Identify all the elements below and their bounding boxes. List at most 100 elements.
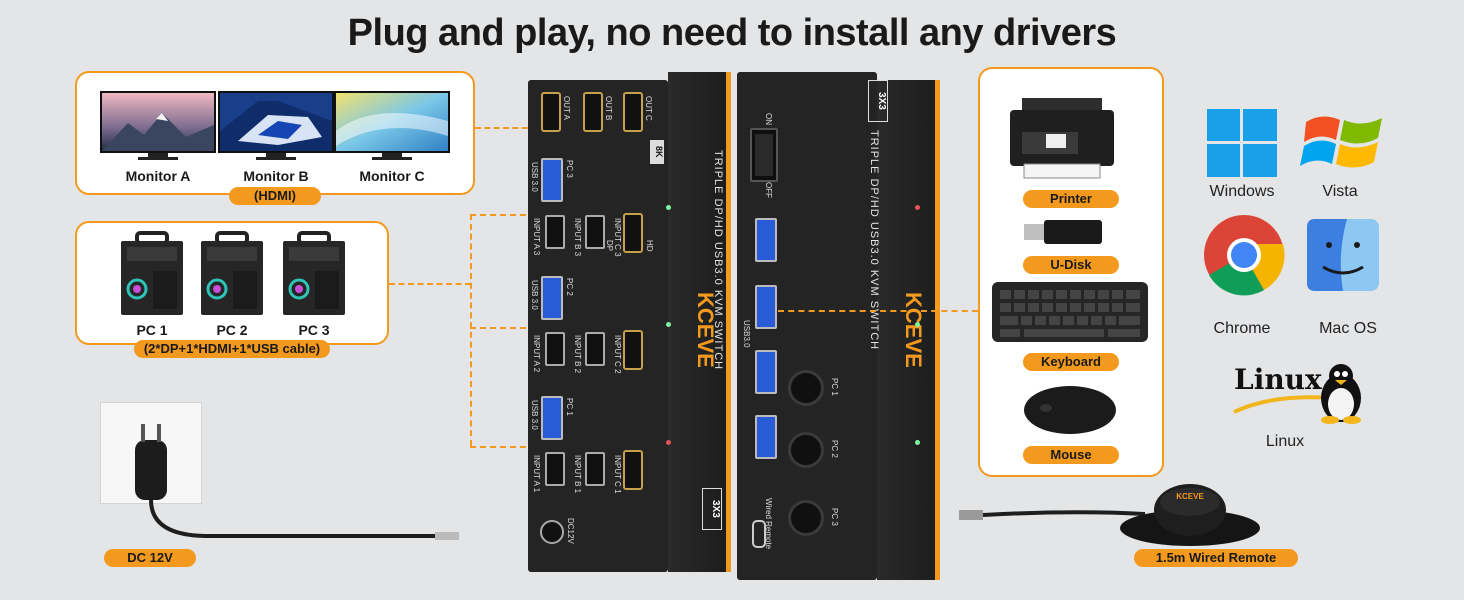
dp-input-a2-port: [545, 332, 565, 366]
led-indicator-3: [666, 440, 671, 445]
remote-logo: KCEVE: [1176, 492, 1204, 501]
pc-3-image: [283, 231, 345, 315]
usb30-label-3: USB 3.0: [530, 162, 539, 192]
pc1-button-label: PC 1: [830, 378, 839, 396]
dp-input-a3-port: [545, 215, 565, 249]
pc-connector-branch-2: [470, 327, 536, 329]
usb-pc3-port: [541, 158, 563, 202]
usb30-label-1: USB 3.0: [530, 400, 539, 430]
dp-tag: DP: [605, 240, 614, 252]
vista-icon: [1300, 116, 1382, 168]
macos-label: Mac OS: [1319, 320, 1377, 337]
dc-jack-port: [540, 520, 564, 544]
pc-connector-trunk: [470, 214, 472, 446]
monitor-b-label: Monitor B: [243, 168, 309, 184]
pc-connector-branch-3: [470, 214, 536, 216]
out-b-label: OUT B: [604, 96, 613, 121]
monitor-a: [100, 91, 216, 163]
pc2-button-label: PC 2: [830, 440, 839, 458]
wired-remote-icon: [959, 484, 1260, 546]
tux-icon: [1321, 364, 1361, 424]
dp-input-b2-port: [585, 332, 605, 366]
brand-logo-front: KCEVE: [901, 292, 926, 368]
pc3-select-button[interactable]: [788, 500, 824, 536]
monitor-connector-line: [475, 127, 537, 129]
monitor-c-label: Monitor C: [359, 168, 425, 184]
monitor-a-image: [100, 91, 216, 160]
switch-on-label: ON: [764, 113, 773, 125]
input-c2-label: INPUT C 2: [613, 335, 622, 374]
wired-remote-port: [752, 520, 766, 548]
switch-off-label: OFF: [764, 182, 773, 198]
front-usb30-label: USB3.0: [742, 320, 751, 348]
hdmi-input-c3-port: [623, 213, 643, 253]
pc-2-image: [201, 231, 263, 315]
page-title: Plug and play, no need to install any dr…: [347, 12, 1117, 54]
usb30-label-2: USB 3.0: [530, 280, 539, 310]
usb-pc2-label: PC 2: [565, 278, 574, 296]
linux-swoosh: [1233, 395, 1331, 414]
mouse-tag: Mouse: [1023, 446, 1119, 464]
udisk-icon: [1024, 220, 1102, 244]
pc-1: [117, 231, 187, 317]
hdmi-out-c-port: [623, 92, 643, 132]
input-b3-label: INPUT B 3: [573, 218, 582, 257]
model-text-front: TRIPLE DP/HD USB3.0 KVM SWITCH: [868, 130, 880, 351]
pc-connector-line: [389, 283, 471, 285]
input-a2-label: INPUT A 2: [532, 335, 541, 373]
front-usb-port-1: [755, 218, 777, 262]
chrome-label: Chrome: [1213, 320, 1271, 337]
input-a1-label: INPUT A 1: [532, 455, 541, 493]
power-switch[interactable]: [750, 128, 778, 182]
front-led-3: [915, 440, 920, 445]
printer-icon: [1010, 98, 1114, 179]
front-led-1: [915, 205, 920, 210]
wired-remote-label: Wired Remote: [764, 498, 773, 550]
pc-1-image: [121, 231, 183, 315]
front-led-2: [915, 322, 920, 327]
monitor-b-image: [218, 91, 334, 160]
front-badge-text: 3X3: [876, 92, 887, 110]
input-b2-label: INPUT B 2: [573, 335, 582, 374]
pc-connector-branch-1: [470, 446, 536, 448]
dp-input-b1-port: [585, 452, 605, 486]
peripheral-connector-line: [778, 310, 978, 312]
power-switch-knob: [755, 134, 773, 176]
monitor-b: [218, 91, 334, 163]
pc1-select-button[interactable]: [788, 370, 824, 406]
brand-logo: KCEVE: [693, 292, 718, 368]
out-a-label: OUT A: [562, 96, 571, 120]
remote-tag: 1.5m Wired Remote: [1134, 549, 1298, 567]
badge-text: 3X3: [710, 500, 721, 518]
input-a3-label: INPUT A 3: [532, 218, 541, 256]
keyboard-icon: [992, 282, 1148, 342]
dc12v-label: DC12V: [566, 518, 575, 544]
front-usb-port-2: [755, 285, 777, 329]
windows-label: Windows: [1209, 183, 1275, 200]
input-c3-label: INPUT C 3: [613, 218, 622, 257]
kvm-res-badge: 8K: [650, 140, 664, 164]
vista-label: Vista: [1322, 183, 1358, 200]
hdmi-out-a-port: [541, 92, 561, 132]
res-badge-text: 8K: [654, 146, 664, 158]
pc-3-label: PC 3: [298, 322, 330, 338]
kvm-back-panel: [528, 80, 668, 572]
pc-2-label: PC 2: [216, 322, 248, 338]
pc-3: [279, 231, 349, 317]
pc2-select-button[interactable]: [788, 432, 824, 468]
pc-2: [197, 231, 267, 317]
usb-pc1-port: [541, 396, 563, 440]
mouse-icon: [1024, 386, 1116, 434]
dp-input-b3-port: [585, 215, 605, 249]
kvm-back-badge: 3X3: [702, 488, 722, 530]
monitors-tag: (HDMI): [229, 187, 321, 205]
pcs-tag: (2*DP+1*HDMI+1*USB cable): [134, 340, 330, 358]
monitor-c: [334, 91, 450, 163]
pc3-button-label: PC 3: [830, 508, 839, 526]
input-c1-label: INPUT C 1: [613, 455, 622, 494]
led-indicator-2: [666, 322, 671, 327]
hdmi-input-c2-port: [623, 330, 643, 370]
monitor-c-image: [334, 91, 450, 160]
front-usb-port-3: [755, 350, 777, 394]
windows-icon: [1207, 109, 1277, 177]
